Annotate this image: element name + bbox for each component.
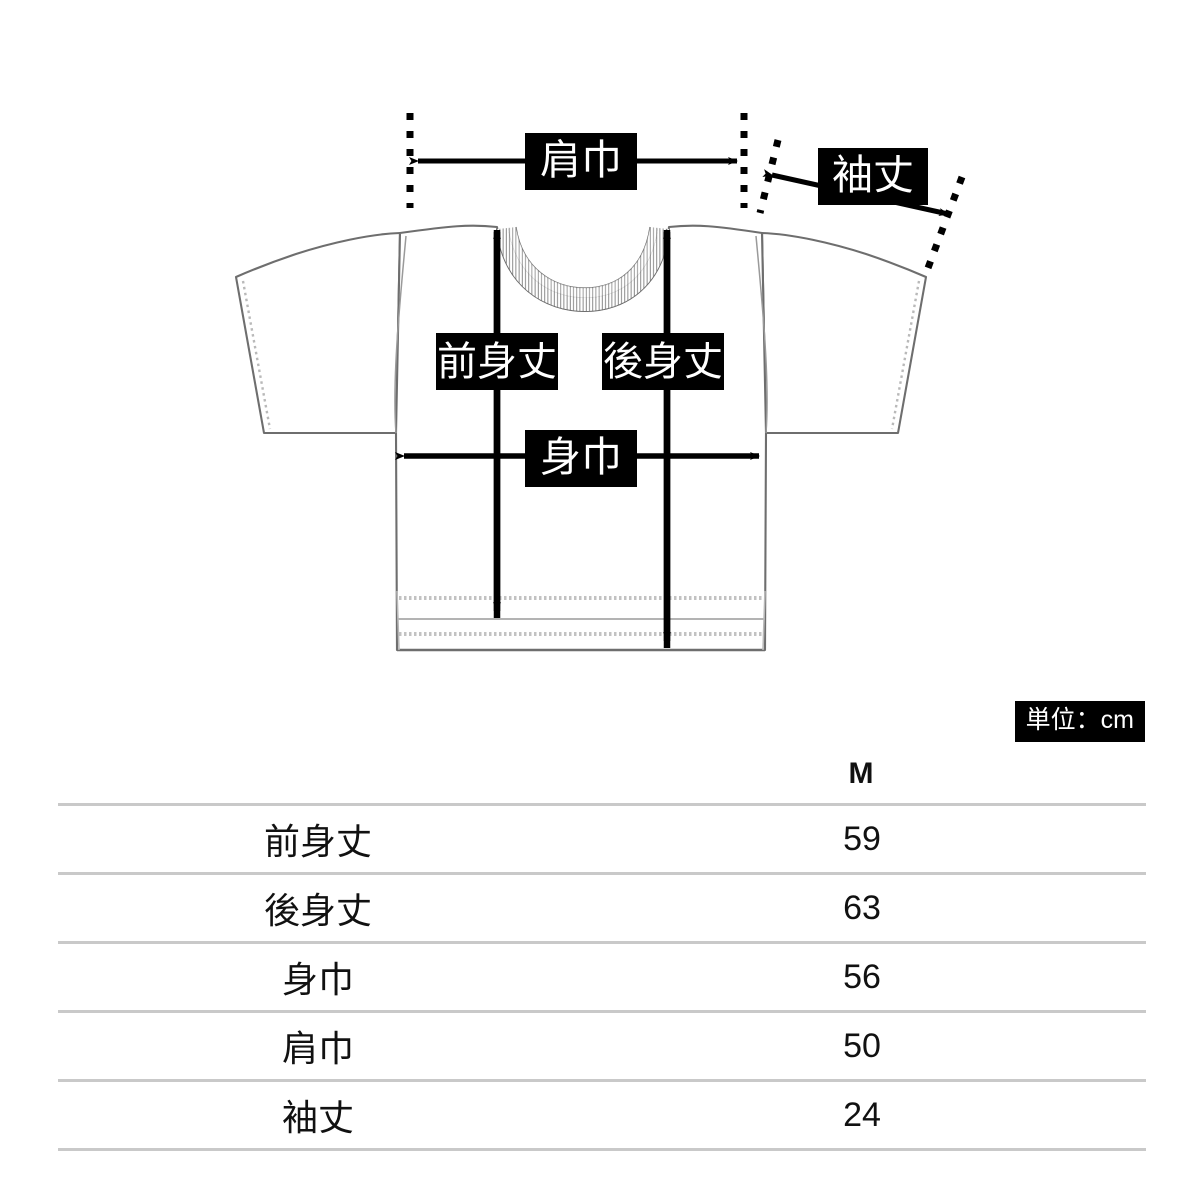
size-table: M 前身丈 59 後身丈 63 身巾 56 肩巾 50 袖丈 [58,745,1146,1151]
dimension-arrows [395,157,949,648]
row-value-chest-width: 56 [578,942,1146,1013]
row-label-front-body-length: 前身丈 [58,804,578,875]
row-value-shoulder-width: 50 [578,1011,1146,1082]
label-back-body-length: 後身丈 [602,333,724,390]
table-row: 身巾 56 [58,942,1146,1013]
left-cuff-stitch [241,280,272,430]
label-back-body-length-text: 後身丈 [603,340,723,384]
label-front-body-length-text: 前身丈 [437,340,557,384]
row-value-sleeve-length: 24 [578,1080,1146,1151]
guide-sleeve-end [924,175,966,270]
right-sleeve [760,231,928,435]
left-armhole-seam [394,235,407,434]
row-label-shoulder-width: 肩巾 [58,1011,578,1082]
table-header-row: M [58,745,1146,806]
right-cuff-stitch [890,280,921,430]
row-label-back-body-length: 後身丈 [58,873,578,944]
hem-left-corner [396,590,400,651]
garment-diagram: 肩巾 袖丈 前身丈 後身丈 身巾 [234,113,966,652]
left-sleeve [234,231,402,435]
right-armhole-seam [755,235,768,434]
label-sleeve-length: 袖丈 [818,148,928,205]
label-shoulder-width: 肩巾 [525,133,637,190]
table-row: 袖丈 24 [58,1080,1146,1151]
label-chest-width: 身巾 [525,430,637,487]
label-sleeve-length-text: 袖丈 [832,152,914,198]
header-size-m: M [578,745,1146,806]
row-label-sleeve-length: 袖丈 [58,1080,578,1151]
header-size-m-text: M [848,757,874,790]
unit-badge: 単位：cm [1014,701,1145,742]
row-label-chest-width: 身巾 [58,942,578,1013]
header-blank [58,745,578,806]
table-row: 後身丈 63 [58,873,1146,944]
label-front-body-length: 前身丈 [436,333,558,390]
label-shoulder-width-text: 肩巾 [540,137,622,183]
row-value-back-body-length: 63 [578,873,1146,944]
hem-right-corner [762,590,766,651]
row-value-front-body-length: 59 [578,804,1146,875]
size-table-body: 前身丈 59 後身丈 63 身巾 56 肩巾 50 袖丈 24 [58,804,1146,1151]
table-row: 前身丈 59 [58,804,1146,875]
size-table-head: M [58,745,1146,806]
label-chest-width-text: 身巾 [540,434,622,480]
table-row: 肩巾 50 [58,1011,1146,1082]
